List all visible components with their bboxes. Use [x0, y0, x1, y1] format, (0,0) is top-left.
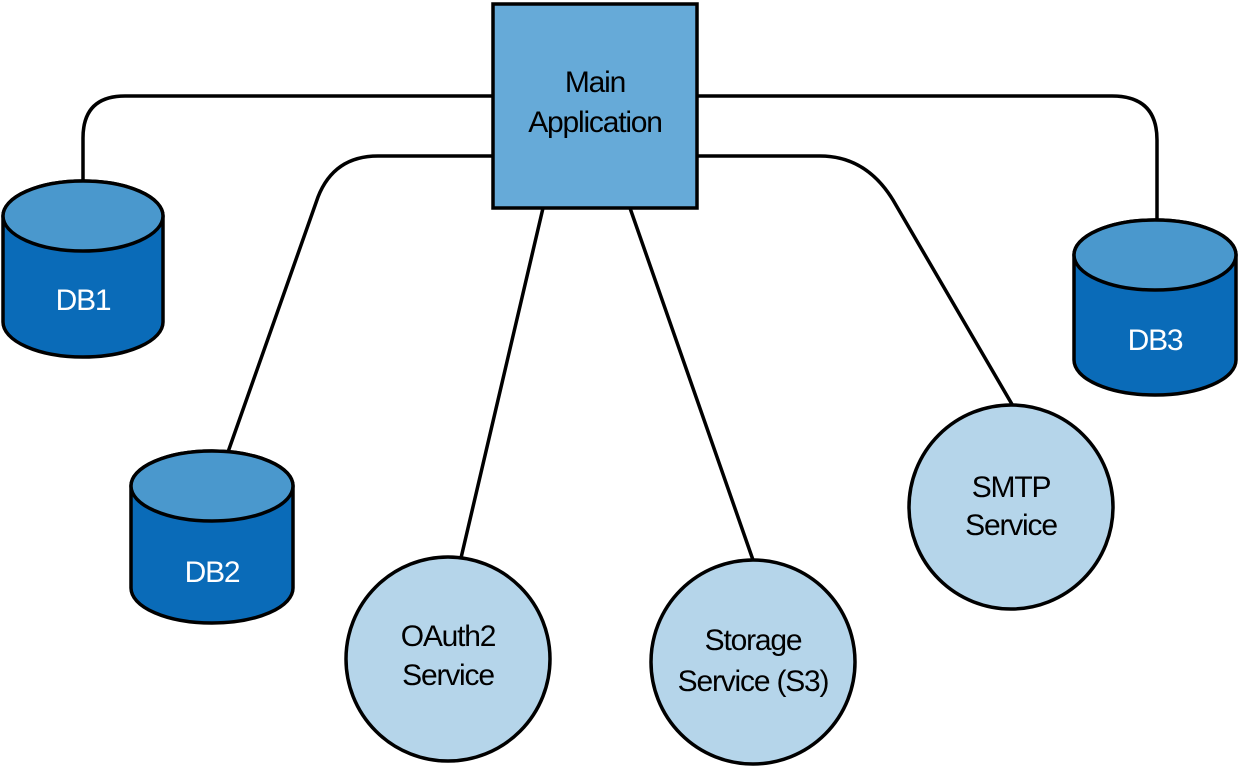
- db3-cylinder-top: [1072, 218, 1238, 292]
- smtp-service-label-line2: Service: [965, 509, 1057, 542]
- cylinder-icon: [129, 449, 295, 625]
- db2-cylinder-top: [129, 449, 295, 523]
- connector-main-smtp: [697, 154, 1015, 407]
- oauth2-service-node: OAuth2 Service: [344, 555, 552, 763]
- oauth2-service-label-line2: Service: [402, 659, 494, 692]
- cylinder-icon: [1072, 218, 1238, 397]
- smtp-service-node: SMTP Service: [907, 403, 1115, 611]
- storage-service-node: Storage Service (S3): [649, 558, 857, 766]
- smtp-service-circle: [907, 403, 1115, 611]
- main-application-node: Main Application: [491, 2, 699, 210]
- db1-cylinder-top: [1, 179, 165, 253]
- connector-main-db2: [214, 154, 493, 487]
- storage-service-label-line1: Storage: [705, 624, 802, 657]
- main-application-label-line2: Application: [528, 106, 662, 139]
- cylinder-icon: [1, 179, 165, 359]
- connector-main-db3: [697, 94, 1159, 255]
- db3-node: DB3: [1072, 218, 1238, 397]
- main-application-box: [491, 2, 699, 210]
- connector-main-storage: [628, 207, 755, 561]
- connector-main-db1: [81, 94, 493, 215]
- storage-service-circle: [649, 558, 857, 766]
- oauth2-service-label-line1: OAuth2: [401, 620, 496, 653]
- main-application-label-line1: Main: [565, 66, 625, 99]
- db1-node: DB1: [1, 179, 165, 359]
- db2-label: DB2: [185, 556, 240, 589]
- db2-node: DB2: [129, 449, 295, 625]
- smtp-service-label-line1: SMTP: [972, 471, 1051, 504]
- storage-service-label-line2: Service (S3): [678, 665, 829, 698]
- connectors: [81, 94, 1159, 561]
- connector-main-oauth2: [459, 207, 545, 559]
- db3-label: DB3: [1128, 324, 1183, 357]
- db1-label: DB1: [56, 284, 111, 317]
- oauth2-service-circle: [344, 555, 552, 763]
